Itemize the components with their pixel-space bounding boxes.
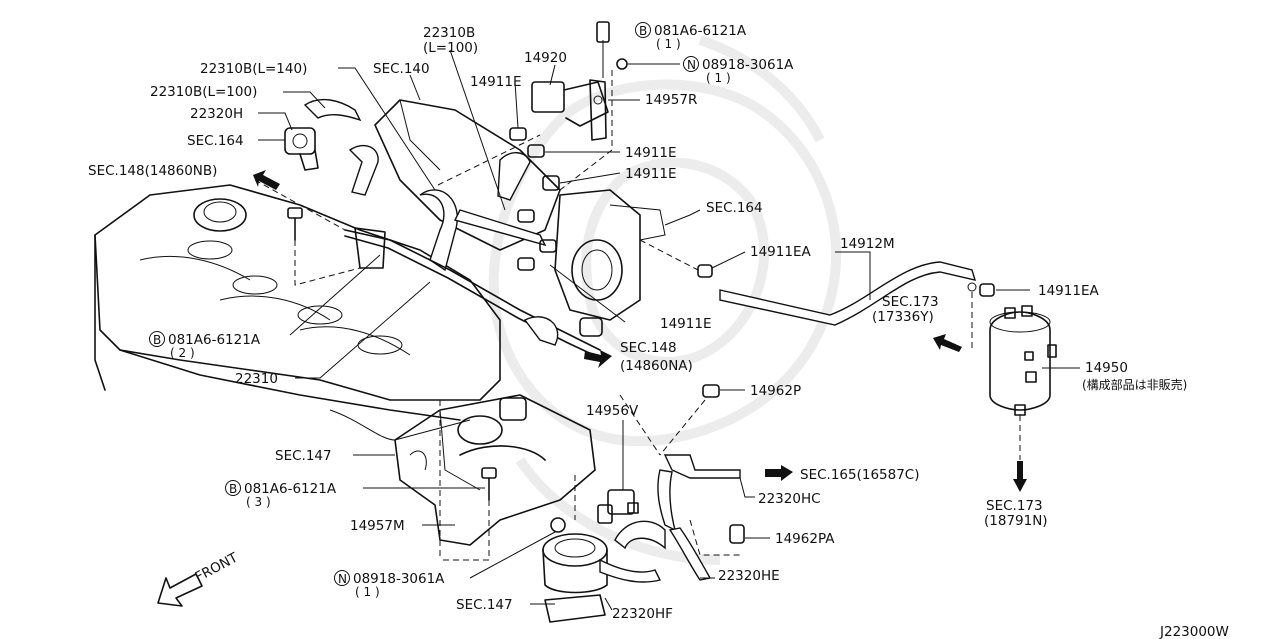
label-sec173-a-ref: (17336Y) [872,309,934,325]
vacuum-hoses-lower [614,384,745,581]
label-14911e-a: 14911E [470,74,521,90]
label-14911ea-a: 14911EA [750,244,811,260]
solenoid-14956v [597,489,639,524]
label-bolt-top-qty: ( 1 ) [656,37,681,51]
label-22320h: 22320H [190,106,243,122]
label-14911e-b: 14911E [625,145,676,161]
vacuum-control-valve [542,533,662,623]
throttle-chamber [554,189,666,337]
label-sec148-na-ref: (14860NA) [620,358,693,374]
nut-marker-low-letter: N [338,572,347,586]
label-22310b-140: 22310B(L=140) [200,61,307,77]
bolt-marker-mid [149,331,165,347]
label-bolt-low-qty: ( 3 ) [246,495,271,509]
label-bolt-low: 081A6-6121A [244,481,337,497]
label-sec164-b: SEC.164 [706,200,763,216]
label-sec165: SEC.165(16587C) [800,467,920,483]
label-14912m: 14912M [840,236,895,252]
bolt-marker-top [635,22,651,38]
reference-arrows [157,170,1027,607]
label-nut-top: 08918-3061A [702,57,794,73]
nut-marker-low [334,570,350,586]
label-22320he: 22320HE [718,568,780,584]
label-bolt-top: 081A6-6121A [654,23,747,39]
evap-canister-14950 [989,305,1057,416]
label-14950: 14950 [1085,360,1128,376]
label-nut-low: 08918-3061A [353,571,445,587]
label-14911e-c: 14911E [625,166,676,182]
label-sec148-na: SEC.148 [620,340,677,356]
diagram-code: J223000W [1159,624,1229,639]
vacuum-tube-rail [344,227,601,359]
label-sec173-b-ref: (18791N) [984,513,1048,529]
label-22310: 22310 [235,371,278,387]
label-14962p: 14962P [750,383,801,399]
upper-hose-harness [284,98,561,272]
label-sec148-nb: SEC.148(14860NB) [88,163,217,179]
label-sec147-b: SEC.147 [456,597,513,613]
lower-bracket-14957m [394,394,596,546]
label-14911e-d: 14911E [660,316,711,332]
fasteners [287,207,566,533]
label-sec173-b: SEC.173 [986,498,1043,514]
leader-lines [258,49,1080,611]
bolt-marker-top-letter: B [639,24,647,38]
nut-marker-top [683,56,699,72]
label-22320hc: 22320HC [758,491,821,507]
part-labels: 22310B (L=100) 14920 B 081A6-6121A ( 1 )… [88,22,1229,639]
label-nut-top-qty: ( 1 ) [706,71,731,85]
assembly-dashed-lines [254,70,1021,561]
label-14920: 14920 [524,50,567,66]
label-14950-note: (構成部品は非販売) [1082,377,1187,392]
label-sec140: SEC.140 [373,61,430,77]
bolt-marker-low-letter: B [229,482,237,496]
label-14911ea-b: 14911EA [1038,283,1099,299]
label-front: FRONT [192,549,241,585]
label-22320hf: 22320HF [612,606,673,622]
label-14957m: 14957M [350,518,405,534]
label-nut-low-qty: ( 1 ) [355,585,380,599]
vacuum-solenoid-upper [531,21,628,141]
label-14956v: 14956V [586,403,639,419]
label-sec147-a: SEC.147 [275,448,332,464]
bolt-marker-mid-letter: B [153,333,161,347]
nut-marker-top-letter: N [687,58,696,72]
label-sec164-a: SEC.164 [187,133,244,149]
bolt-marker-low [225,480,241,496]
evap-hose-14912m [697,261,995,326]
engine-cylinder-head [94,184,501,441]
label-22310b-upper-length: (L=100) [423,40,478,56]
label-14957r: 14957R [645,92,697,108]
label-22310b-100: 22310B(L=100) [150,84,257,100]
label-14962pa: 14962PA [775,531,835,547]
label-sec173-a: SEC.173 [882,294,939,310]
label-bolt-mid-qty: ( 2 ) [170,346,195,360]
label-bolt-mid: 081A6-6121A [168,332,261,348]
label-22310b-upper: 22310B [423,25,475,41]
